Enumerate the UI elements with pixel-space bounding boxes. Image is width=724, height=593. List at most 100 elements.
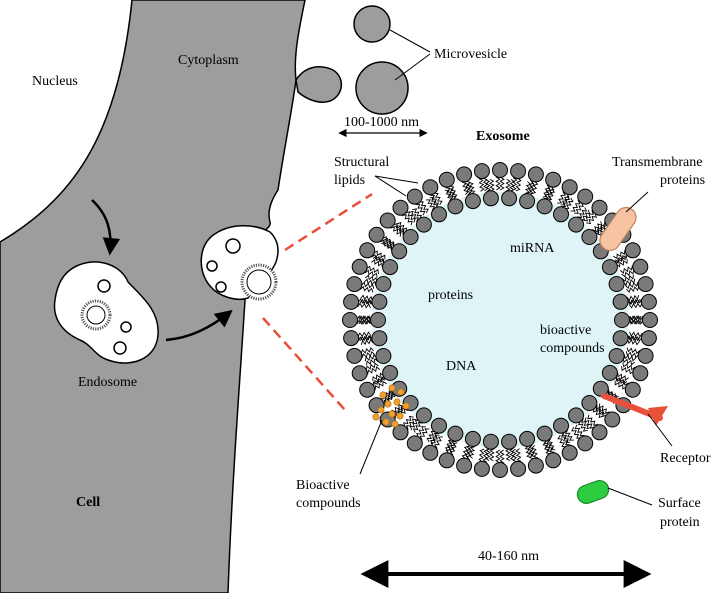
inner-lipid-head [415, 407, 432, 424]
label-structural-lipids-1: Structural [334, 155, 389, 170]
outer-lipid-tail [461, 445, 469, 460]
outer-lipid-tail [482, 449, 489, 463]
label-receptor: Receptor [660, 451, 711, 466]
outer-lipid-head [368, 226, 385, 243]
outer-lipid-head [438, 171, 455, 188]
inner-lipid-tail [627, 298, 640, 306]
inner-lipid-tail [622, 278, 636, 286]
microvesicle-pointer-1 [389, 29, 431, 53]
outer-lipid-head [351, 365, 368, 382]
inner-lipid-tail [622, 358, 636, 366]
outer-lipid-tail [583, 210, 594, 222]
label-exosome-size: 40-160 nm [478, 549, 539, 564]
inner-lipid-tail [509, 447, 516, 461]
outer-lipid-tail [625, 351, 640, 359]
inner-lipid-tail [381, 241, 393, 251]
receptor-protein [601, 393, 668, 426]
inner-lipid-head [501, 433, 518, 450]
outer-lipid-head [342, 312, 358, 328]
inner-lipid-tail [509, 179, 516, 192]
outer-lipid-tail [628, 335, 643, 342]
outer-lipid-tail [405, 211, 416, 223]
outer-lipid-tail [415, 203, 426, 216]
inner-lipid-tail [627, 339, 640, 346]
outer-lipid-tail [373, 250, 386, 260]
outer-lipid-tail [374, 380, 387, 390]
inner-lipid-tail [374, 376, 386, 385]
outer-lipid-tail [629, 315, 644, 321]
inner-lipid-head [375, 276, 392, 292]
inner-lipid-tail [464, 445, 472, 458]
outer-lipid-head [346, 347, 363, 364]
inner-lipid-tail [543, 187, 552, 200]
inner-lipid-tail [524, 181, 532, 194]
outer-lipid-tail [358, 335, 372, 342]
outer-lipid-tail [365, 362, 379, 371]
budding-microvesicle [295, 66, 342, 103]
inner-lipid-head [464, 193, 481, 210]
inner-lipid-tail [429, 433, 439, 445]
outer-lipid-tail [382, 236, 394, 247]
outer-lipid-head [359, 381, 376, 398]
inner-lipid-head [568, 407, 585, 424]
inner-lipid-tail [384, 393, 396, 403]
outer-lipid-tail [613, 250, 626, 260]
inner-lipid-head [482, 190, 499, 207]
label-surface-1: Surface [658, 496, 701, 511]
outer-lipid-tail [449, 185, 458, 199]
outer-lipid-tail [571, 426, 582, 439]
label-proteins: proteins [428, 288, 473, 303]
inner-lipid-tail [396, 221, 408, 233]
inner-lipid-tail [372, 372, 384, 381]
outer-lipid-tail [371, 254, 384, 263]
outer-lipid-head [492, 462, 508, 478]
inner-lipid-head [371, 330, 388, 347]
outer-lipid-tail [598, 403, 610, 414]
inner-lipid-tail [561, 431, 571, 443]
exosome-lumen [372, 192, 628, 448]
inner-lipid-head [601, 259, 618, 276]
outer-lipid-head [545, 171, 562, 188]
inner-lipid-head [382, 364, 399, 381]
inner-lipid-tail [366, 357, 379, 366]
outer-lipid-tail [624, 281, 639, 290]
bioactive-particle [372, 413, 380, 421]
inner-lipid-tail [623, 354, 637, 362]
inner-lipid-tail [360, 338, 374, 346]
inner-lipid-tail [489, 178, 495, 192]
label-microvesicle-size: 100-1000 nm [344, 115, 419, 130]
outer-lipid-tail [594, 222, 606, 233]
outer-lipid-head [624, 381, 641, 398]
outer-lipid-tail [587, 414, 598, 426]
endosome-vesicles [80, 279, 132, 355]
bioactive-particle [382, 418, 390, 426]
inner-lipid-tail [488, 448, 495, 462]
inner-lipid-tail [580, 209, 591, 221]
inner-lipid-tail [484, 179, 491, 193]
outer-lipid-tail [584, 417, 595, 429]
microvesicle-small [353, 5, 391, 43]
outer-lipid-head [510, 163, 527, 180]
inner-lipid-tail [444, 189, 453, 202]
outer-lipid-head [406, 188, 423, 205]
inner-lipid-tail [616, 259, 628, 268]
inner-lipid-tail [505, 448, 511, 462]
outer-lipid-tail [383, 394, 396, 405]
bioactive-particle [393, 398, 401, 406]
outer-lipid-tail [357, 302, 371, 309]
outer-lipid-tail [360, 281, 375, 289]
outer-lipid-head [577, 188, 594, 205]
inner-lipid-tail [591, 221, 603, 232]
outer-lipid-tail [403, 415, 414, 427]
inner-lipid-tail [426, 431, 436, 443]
inner-lipid-head [371, 293, 388, 310]
inner-lipid-tail [448, 440, 457, 453]
inner-lipid-tail [358, 319, 372, 325]
outer-lipid-head [527, 457, 544, 474]
inner-lipid-tail [547, 438, 556, 451]
outer-lipid-head [473, 460, 490, 477]
inner-lipid-tail [564, 429, 574, 441]
inner-lipid-tail [464, 182, 472, 196]
inner-lipid-tail [468, 446, 476, 459]
label-bioactive-outer-2: compounds [296, 496, 361, 511]
